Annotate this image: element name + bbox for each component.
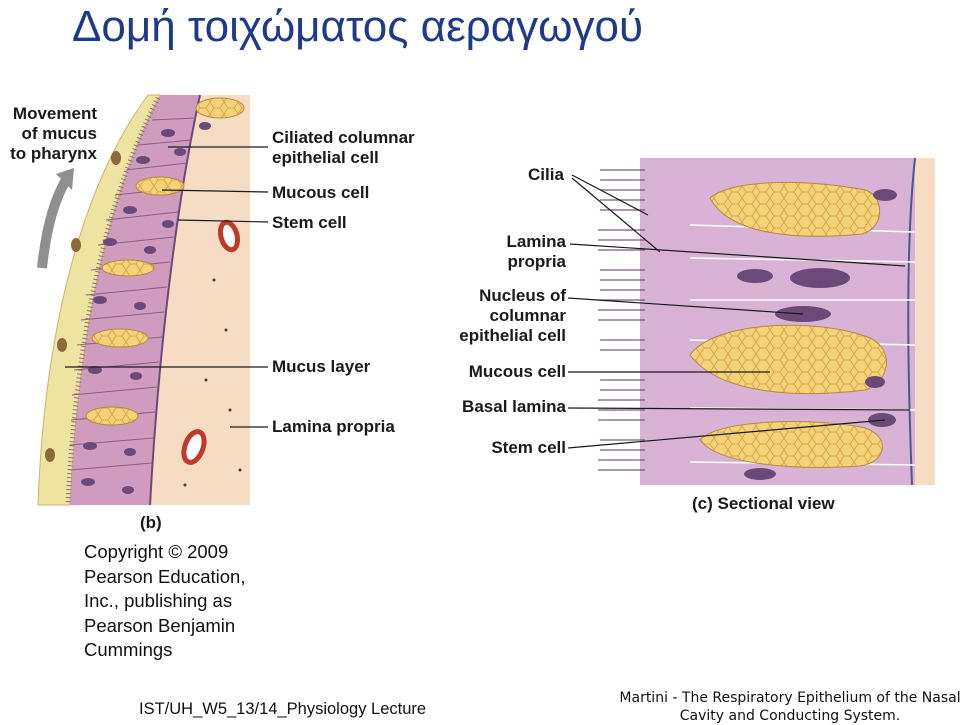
stem-cell-label-c: Stem cell: [491, 438, 566, 457]
course-footer: IST/UH_W5_13/14_Physiology Lecture: [139, 700, 427, 718]
mucous-cell-label-c: Mucous cell: [468, 362, 566, 381]
ciliated-cell-label-b: Ciliated columnar epithelial cell: [272, 128, 415, 167]
panel-b-caption: (b): [140, 513, 162, 532]
nucleus-label: Nucleus of columnar epithelial cell: [459, 286, 566, 345]
source-citation: Martini - The Respiratory Epithelium of …: [619, 690, 960, 724]
panel-b-illustration: [37, 94, 269, 506]
copyright-notice: Copyright © 2009 Pearson Education, Inc.…: [84, 541, 246, 660]
lamina-propria-label-c: Lamina propria: [506, 232, 566, 271]
mucus-layer-label: Mucus layer: [272, 357, 371, 376]
panel-c-caption: (c) Sectional view: [692, 494, 835, 513]
movement-of-mucus-label: Movement of mucus to pharynx: [10, 104, 97, 163]
stem-cell-label-b: Stem cell: [272, 213, 347, 232]
cilia-label: Cilia: [528, 165, 564, 184]
panel-c-illustration: [567, 157, 935, 486]
lamina-propria-label-b: Lamina propria: [272, 417, 395, 436]
basal-lamina-label: Basal lamina: [462, 397, 566, 416]
mucous-cell-label-b: Mucous cell: [272, 183, 370, 202]
slide-title: Δομή τοιχώματος αεραγωγού: [72, 2, 644, 51]
